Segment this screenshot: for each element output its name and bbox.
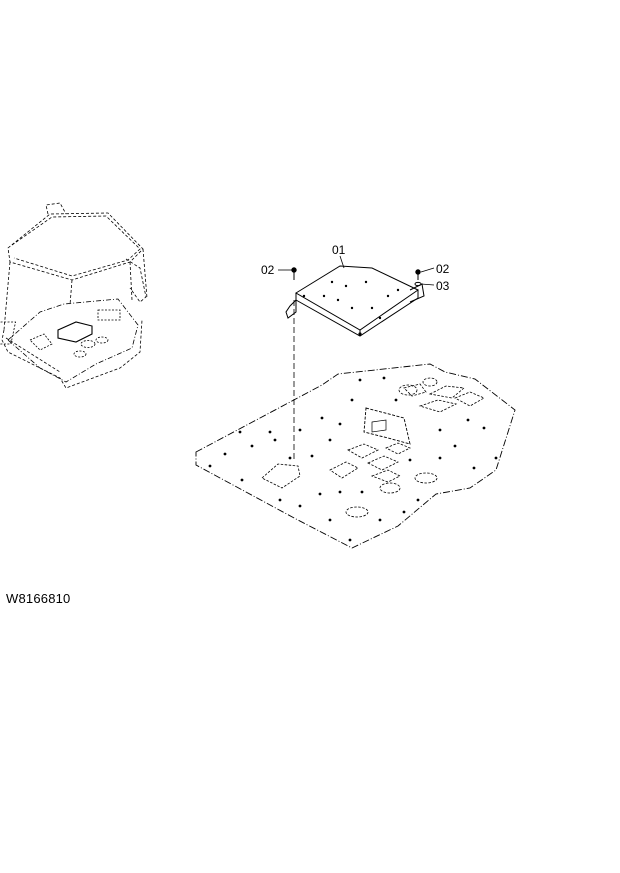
callout-02-right: 02 — [436, 262, 450, 276]
screw-right — [415, 269, 421, 280]
washer-right — [414, 281, 422, 287]
screw-left — [291, 267, 297, 280]
bracket-part — [285, 265, 425, 337]
leader-lines — [278, 255, 435, 286]
floor-plate — [195, 363, 516, 549]
cab-overview — [0, 202, 148, 389]
callout-03: 03 — [436, 279, 450, 293]
callout-02-left: 02 — [261, 263, 275, 277]
drawing-id: W8166810 — [6, 591, 71, 606]
callout-01: 01 — [332, 243, 346, 257]
